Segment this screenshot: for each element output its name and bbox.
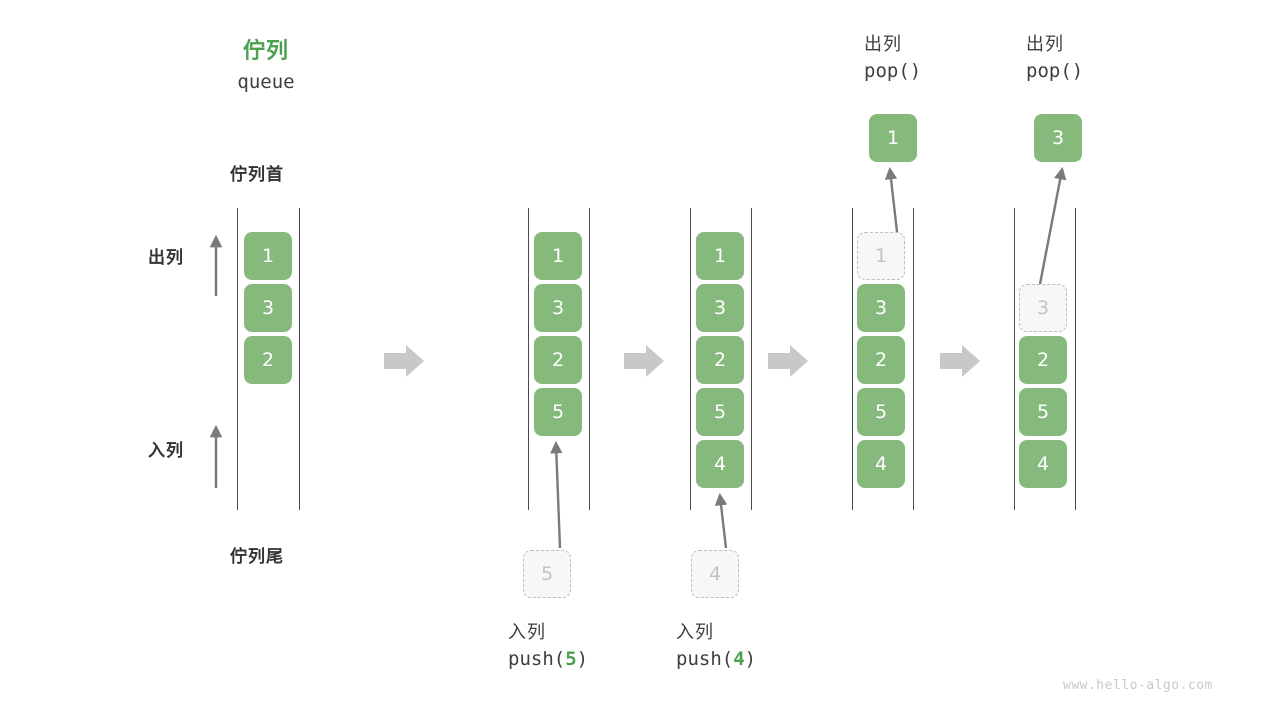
pop-result-cell: 1	[869, 114, 917, 162]
step-arrow-3	[768, 345, 808, 377]
step-arrow-2	[624, 345, 664, 377]
code-prefix: pop(	[1026, 60, 1072, 83]
diagram-title-cn: 佇列	[242, 39, 289, 64]
code-prefix: push(	[508, 648, 566, 671]
code-prefix: push(	[676, 648, 734, 671]
queue-cell: 5	[696, 388, 744, 436]
queue-cell: 3	[534, 284, 582, 332]
operation-caption-cn: 出列	[1026, 34, 1064, 55]
queue-cell: 1	[244, 232, 292, 280]
operation-caption: 入列 push(5)	[508, 620, 588, 674]
dequeue-label: 出列	[148, 248, 184, 268]
push-source-cell: 5	[523, 550, 571, 598]
queue-cell: 1	[696, 232, 744, 280]
code-suffix: )	[1071, 60, 1084, 83]
queue-rail-right	[1075, 208, 1076, 510]
queue-rail-left	[1014, 208, 1015, 510]
code-prefix: pop(	[864, 60, 910, 83]
queue-rail-right	[751, 208, 752, 510]
operation-caption-code: pop()	[864, 58, 921, 86]
push-source-cell: 4	[691, 550, 739, 598]
operation-caption-code: pop()	[1026, 58, 1083, 86]
queue-cell: 2	[696, 336, 744, 384]
queue-cell: 2	[244, 336, 292, 384]
queue-cell: 1	[534, 232, 582, 280]
queue-rail-right	[913, 208, 914, 510]
diagram-title-en: queue	[237, 71, 295, 93]
operation-caption-code: push(5)	[508, 646, 588, 674]
push-arrow	[550, 440, 563, 549]
queue-cell-ghost: 1	[857, 232, 905, 280]
code-argument: 4	[733, 648, 745, 671]
queue-cell: 5	[857, 388, 905, 436]
queue-cell: 5	[1019, 388, 1067, 436]
queue-cell: 2	[534, 336, 582, 384]
queue-cell-ghost: 3	[1019, 284, 1067, 332]
enqueue-label: 入列	[148, 441, 184, 461]
queue-tail-label: 佇列尾	[230, 547, 284, 567]
pop-arrow	[884, 166, 899, 233]
queue-cell: 3	[244, 284, 292, 332]
queue-rail-right	[589, 208, 590, 510]
queue-head-label: 佇列首	[230, 165, 284, 185]
operation-caption-cn: 出列	[864, 34, 902, 55]
pop-result-cell: 3	[1034, 114, 1082, 162]
queue-cell: 2	[1019, 336, 1067, 384]
push-arrow	[714, 492, 728, 549]
code-argument: 5	[565, 648, 577, 671]
operation-caption: 出列 pop()	[864, 32, 921, 86]
queue-rail-left	[528, 208, 529, 510]
queue-cell: 2	[857, 336, 905, 384]
queue-rail-left	[237, 208, 238, 510]
queue-cell: 3	[696, 284, 744, 332]
pop-arrow	[1038, 166, 1067, 285]
code-suffix: )	[744, 648, 757, 671]
queue-cell: 4	[857, 440, 905, 488]
queue-cell: 4	[696, 440, 744, 488]
queue-rail-left	[852, 208, 853, 510]
step-arrow-1	[384, 345, 424, 377]
queue-rail-right	[299, 208, 300, 510]
step-arrow-4	[940, 345, 980, 377]
code-suffix: )	[576, 648, 589, 671]
operation-caption: 出列 pop()	[1026, 32, 1083, 86]
operation-caption-cn: 入列	[676, 622, 714, 643]
queue-cell: 3	[857, 284, 905, 332]
operation-caption-cn: 入列	[508, 622, 546, 643]
operation-caption-code: push(4)	[676, 646, 756, 674]
watermark: www.hello-algo.com	[1063, 678, 1213, 693]
queue-cell: 4	[1019, 440, 1067, 488]
code-suffix: )	[909, 60, 922, 83]
operation-caption: 入列 push(4)	[676, 620, 756, 674]
queue-rail-left	[690, 208, 691, 510]
queue-cell: 5	[534, 388, 582, 436]
